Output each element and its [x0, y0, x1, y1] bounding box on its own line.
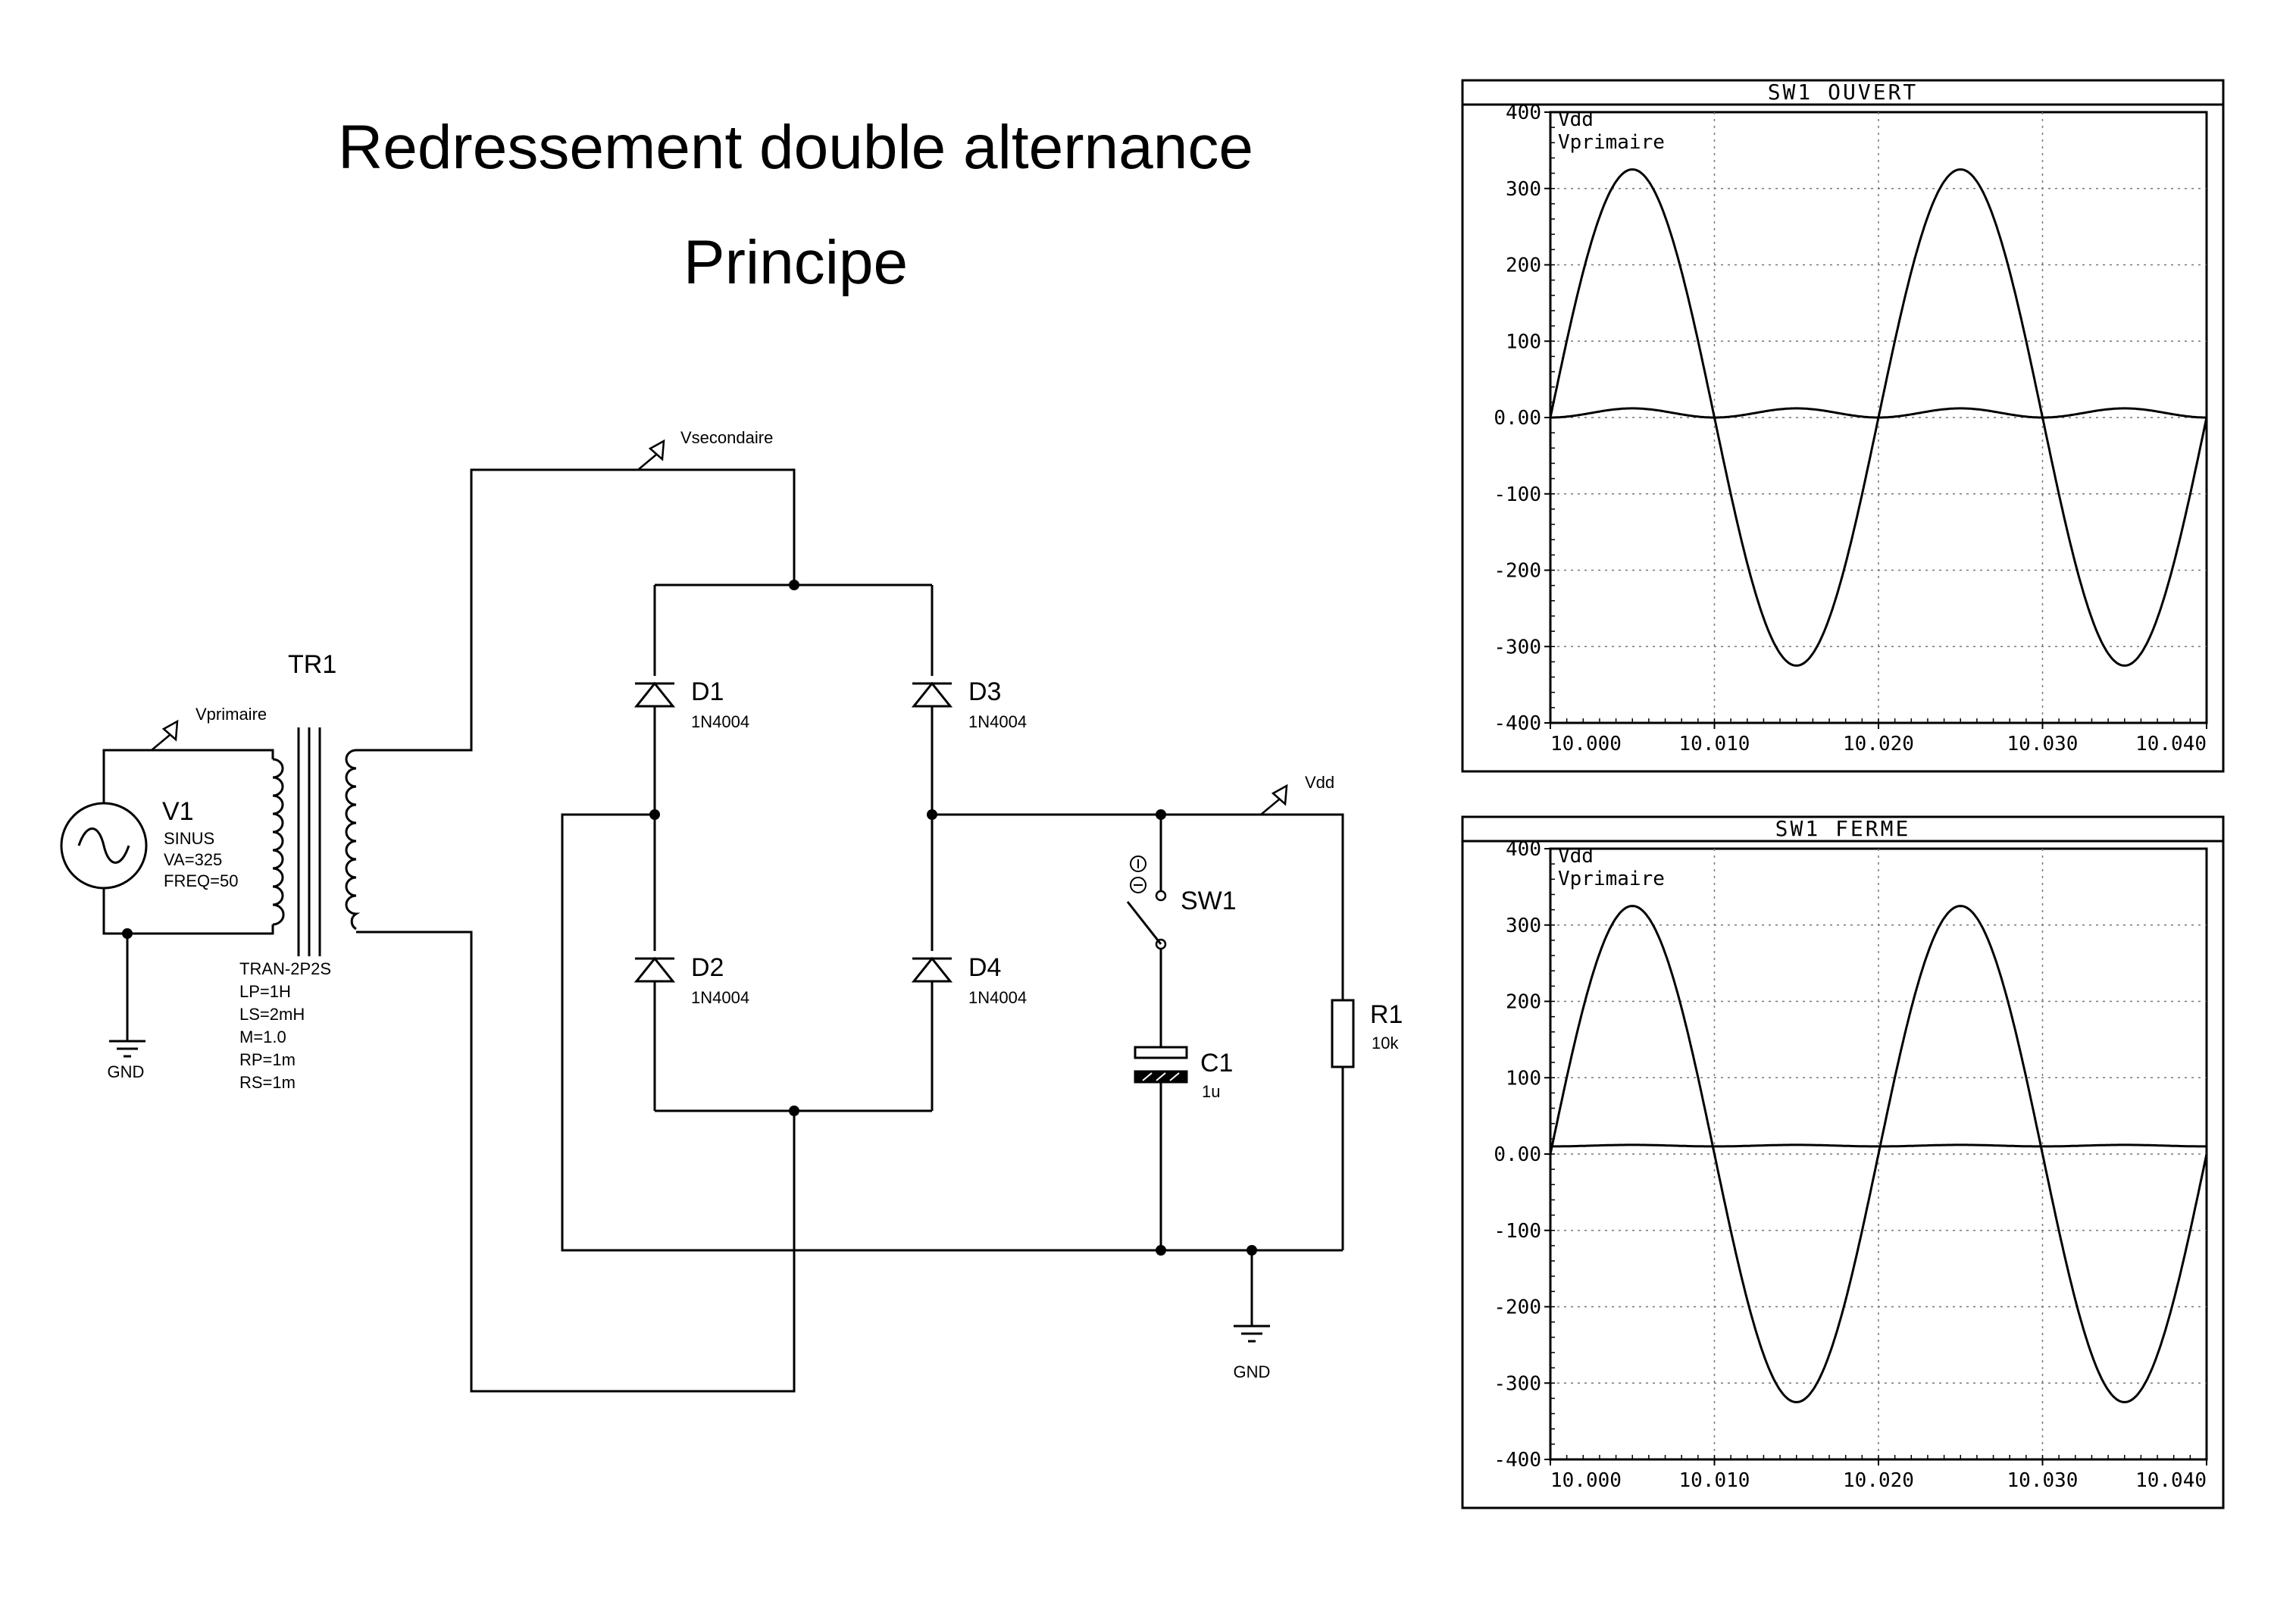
primary-circuit	[102, 749, 274, 1024]
x-tick-label: 10.040	[2135, 733, 2207, 755]
diode-d2	[633, 951, 676, 983]
probe-vdd-label: Vdd	[1305, 773, 1334, 792]
chart-title: SW1 FERME	[1775, 816, 1911, 841]
d3-model: 1N4004	[968, 712, 1027, 731]
x-tick-label: 10.030	[2007, 1469, 2079, 1492]
tr1-param-4: RP=1m	[239, 1050, 296, 1069]
probe-vprimaire-label: Vprimaire	[196, 705, 267, 724]
tr1-name: TR1	[288, 650, 336, 679]
probe-vsecondaire	[637, 439, 665, 471]
legend-entry: Vdd	[1558, 108, 1594, 131]
x-tick-label: 10.010	[1679, 733, 1750, 755]
y-tick-label: -100	[1494, 483, 1541, 506]
x-tick-label: 10.020	[1843, 1469, 1914, 1492]
r1-value: 10k	[1372, 1034, 1399, 1053]
y-tick-label: -300	[1494, 636, 1541, 658]
tr1-param-3: M=1.0	[239, 1028, 286, 1046]
d1-name: D1	[691, 677, 724, 706]
gnd-label-left: GND	[108, 1062, 145, 1081]
tr1-param-5: RS=1m	[239, 1073, 296, 1092]
chart-frame	[1461, 79, 2225, 773]
y-tick-label: -300	[1494, 1372, 1541, 1395]
diode-d4	[911, 951, 953, 983]
r1-name: R1	[1370, 1000, 1403, 1029]
y-tick-label: 300	[1506, 915, 1541, 937]
diode-d1	[633, 676, 676, 708]
series-line-vprimaire	[1549, 905, 2208, 1403]
x-tick-label: 10.040	[2135, 1469, 2207, 1492]
chart-frame	[1461, 815, 2225, 1509]
ground-right	[1232, 1308, 1272, 1343]
chart-sw1-ferme: SW1 FERME 400 300 200 100 0.00 -100 -200 -300 -40…	[1461, 815, 2225, 1509]
series-line-vdd	[1550, 1143, 2207, 1148]
gnd-label-right: GND	[1234, 1362, 1271, 1381]
y-tick-label: 0.00	[1494, 407, 1541, 430]
v1-name: V1	[162, 797, 194, 826]
series-line-vprimaire	[1549, 168, 2208, 667]
y-tick-label: 400	[1506, 102, 1541, 124]
v1-param-1: SINUS	[164, 829, 214, 848]
probe-vsecondaire-label: Vsecondaire	[680, 428, 773, 447]
y-tick-label: -400	[1494, 1449, 1541, 1472]
y-tick-label: 100	[1506, 1067, 1541, 1090]
transformer-tr1	[272, 727, 361, 956]
probe-vprimaire	[150, 720, 179, 752]
v1-param-2: VA=325	[164, 850, 222, 869]
d2-name: D2	[691, 953, 724, 982]
c1-value: 1u	[1202, 1082, 1220, 1101]
c1-name: C1	[1200, 1049, 1233, 1078]
d4-name: D4	[968, 953, 1001, 982]
capacitor-c1	[1134, 1046, 1188, 1084]
v1-param-3: FREQ=50	[164, 871, 238, 890]
tr1-param-1: LP=1H	[239, 982, 291, 1001]
ground-left	[108, 1023, 147, 1058]
y-tick-label: -200	[1494, 560, 1541, 583]
y-tick-label: 300	[1506, 178, 1541, 201]
d3-name: D3	[968, 677, 1001, 706]
page-subtitle: Principe	[683, 228, 908, 297]
y-tick-label: 100	[1506, 330, 1541, 353]
x-tick-label: 10.000	[1550, 733, 1622, 755]
legend-entry: Vprimaire	[1558, 868, 1665, 890]
y-tick-label: -400	[1494, 712, 1541, 735]
d2-model: 1N4004	[691, 988, 749, 1007]
switch-sw1	[1126, 855, 1167, 950]
legend-entry: Vprimaire	[1558, 131, 1665, 154]
x-tick-label: 10.030	[2007, 733, 2079, 755]
probe-vdd	[1259, 784, 1288, 816]
d4-model: 1N4004	[968, 988, 1027, 1007]
switch-indicator-icon	[1130, 855, 1146, 893]
y-tick-label: 0.00	[1494, 1143, 1541, 1166]
legend-entry: Vdd	[1558, 845, 1594, 868]
diode-d3	[911, 676, 953, 708]
sw1-name: SW1	[1181, 887, 1237, 915]
x-tick-label: 10.020	[1843, 733, 1914, 755]
y-tick-label: -100	[1494, 1220, 1541, 1243]
x-tick-label: 10.010	[1679, 1469, 1750, 1492]
secondary-wiring	[356, 468, 1344, 1393]
ac-source-v1	[60, 802, 148, 890]
page-title: Redressement double alternance	[338, 113, 1253, 182]
chart-sw1-ouvert: SW1 OUVERT 400 300 200 100 0.00 -100 -200 -300 -4…	[1461, 79, 2225, 773]
x-tick-label: 10.000	[1550, 1469, 1622, 1492]
y-tick-label: 200	[1506, 991, 1541, 1014]
d1-model: 1N4004	[691, 712, 749, 731]
y-tick-label: 400	[1506, 838, 1541, 861]
chart-title: SW1 OUVERT	[1768, 80, 1919, 105]
tr1-model: TRAN-2P2S	[239, 959, 331, 978]
y-tick-label: 200	[1506, 255, 1541, 277]
resistor-r1	[1331, 999, 1355, 1068]
tr1-param-2: LS=2mH	[239, 1005, 305, 1024]
y-tick-label: -200	[1494, 1297, 1541, 1319]
